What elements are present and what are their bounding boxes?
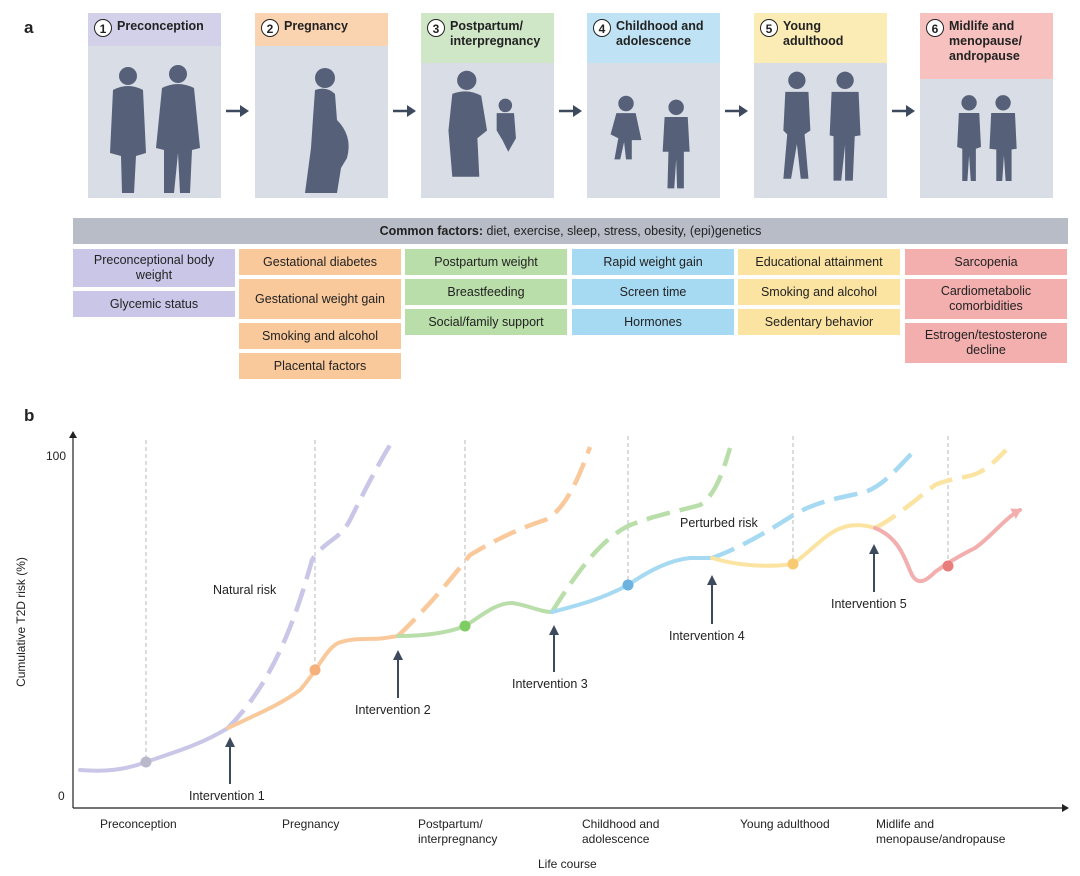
factor-box: Estrogen/testosterone decline (905, 323, 1067, 363)
factor-box: Breastfeeding (405, 279, 567, 305)
intervention-label-1: Intervention 1 (189, 789, 265, 803)
stage-number: 1 (94, 19, 112, 37)
common-factors-label: Common factors: (379, 224, 484, 238)
stage-dot-pregnancy (309, 664, 321, 676)
factor-box: Screen time (572, 279, 734, 305)
stage-title: Pregnancy (284, 19, 348, 33)
risk-segment-pregnancy (226, 634, 400, 730)
natural-risk-curve-1 (226, 443, 392, 730)
stage-header: 2 Pregnancy (255, 13, 388, 37)
intervention-label-2: Intervention 2 (355, 703, 431, 717)
factor-box: Smoking and alcohol (239, 323, 401, 349)
stage-header: 1 Preconception (88, 13, 221, 37)
stage-number: 6 (926, 19, 944, 37)
x-label-preconception: Preconception (100, 817, 177, 831)
stage-dot-postpartum (459, 620, 471, 632)
factor-box: Preconceptional body weight (73, 249, 235, 287)
stage-arrow-icon (559, 104, 583, 118)
stage-header: 6 Midlife and menopause/ andropause (920, 13, 1053, 64)
stage-card-5: 5 Young adulthood (754, 13, 887, 198)
natural-risk-curve-4 (711, 445, 920, 561)
stage-number: 2 (261, 19, 279, 37)
stage-card-1: 1 Preconception (88, 13, 221, 198)
factor-box: Gestational weight gain (239, 279, 401, 319)
stage-title: Childhood and adolescence (616, 19, 704, 48)
factor-box: Smoking and alcohol (738, 279, 900, 305)
stage-title: Preconception (117, 19, 204, 33)
natural-risk-curve-5 (873, 448, 1008, 531)
factor-box: Cardiometabolic comorbidities (905, 279, 1067, 319)
common-factors-text: diet, exercise, sleep, stress, obesity, … (483, 224, 762, 238)
x-label-midlife: Midlife and menopause/andropause (876, 817, 1006, 846)
risk-segment-young-adulthood (710, 523, 877, 568)
intervention-label-3: Intervention 3 (512, 677, 588, 691)
stage-illustration (421, 63, 554, 198)
y-tick-100: 100 (46, 449, 67, 463)
x-label-childhood: Childhood and adolescence (582, 817, 660, 846)
stage-dot-midlife (942, 560, 954, 572)
stage-number: 4 (593, 19, 611, 37)
factor-box: Postpartum weight (405, 249, 567, 275)
stage-number: 5 (760, 19, 778, 37)
stage-number: 3 (427, 19, 445, 37)
stage-illustration (754, 63, 887, 198)
stage-title: Midlife and menopause/ andropause (949, 19, 1022, 63)
stage-arrow-icon (892, 104, 916, 118)
risk-segment-midlife (873, 508, 1022, 584)
stage-title: Postpartum/ interpregnancy (450, 19, 541, 48)
stage-illustration (255, 46, 388, 198)
stage-illustration (88, 46, 221, 198)
stage-dot-preconception (140, 756, 152, 768)
factor-box: Gestational diabetes (239, 249, 401, 275)
stage-arrow-icon (226, 104, 250, 118)
stage-header: 5 Young adulthood (754, 13, 887, 49)
risk-segment-preconception (78, 726, 230, 773)
factor-box: Glycemic status (73, 291, 235, 317)
natural-risk-label: Natural risk (213, 583, 277, 597)
stage-card-6: 6 Midlife and menopause/ andropause (920, 13, 1053, 198)
common-factors-bar: Common factors: diet, exercise, sleep, s… (73, 218, 1068, 244)
factor-box: Educational attainment (738, 249, 900, 275)
risk-segment-postpartum (396, 600, 554, 638)
stage-header: 3 Postpartum/ interpregnancy (421, 13, 554, 49)
y-tick-0: 0 (58, 789, 65, 803)
stage-dot-childhood (622, 579, 634, 591)
perturbed-risk-label: Perturbed risk (680, 516, 759, 530)
natural-risk-curve-3 (550, 447, 733, 614)
x-label-postpartum: Postpartum/ interpregnancy (418, 817, 498, 846)
intervention-label-5: Intervention 5 (831, 597, 907, 611)
stage-card-2: 2 Pregnancy (255, 13, 388, 198)
x-axis-label: Life course (538, 857, 597, 871)
factor-box: Placental factors (239, 353, 401, 379)
stage-illustration (587, 63, 720, 198)
panel-b-label: b (24, 406, 35, 425)
x-label-young-adulthood: Young adulthood (740, 817, 830, 831)
factor-box: Hormones (572, 309, 734, 335)
stage-title: Young adulthood (783, 19, 844, 48)
factor-box: Social/family support (405, 309, 567, 335)
stage-card-4: 4 Childhood and adolescence (587, 13, 720, 198)
stage-header: 4 Childhood and adolescence (587, 13, 720, 49)
panel-a-label: a (24, 18, 34, 37)
factor-box: Sarcopenia (905, 249, 1067, 275)
natural-risk-curve-2 (396, 446, 593, 638)
stage-arrow-icon (393, 104, 417, 118)
stage-arrow-icon (725, 104, 749, 118)
stage-card-3: 3 Postpartum/ interpregnancy (421, 13, 554, 198)
factor-box: Sedentary behavior (738, 309, 900, 335)
factor-box: Rapid weight gain (572, 249, 734, 275)
stage-illustration (920, 79, 1053, 198)
stage-dot-young-adulthood (787, 558, 799, 570)
x-label-pregnancy: Pregnancy (282, 817, 340, 831)
intervention-label-4: Intervention 4 (669, 629, 745, 643)
